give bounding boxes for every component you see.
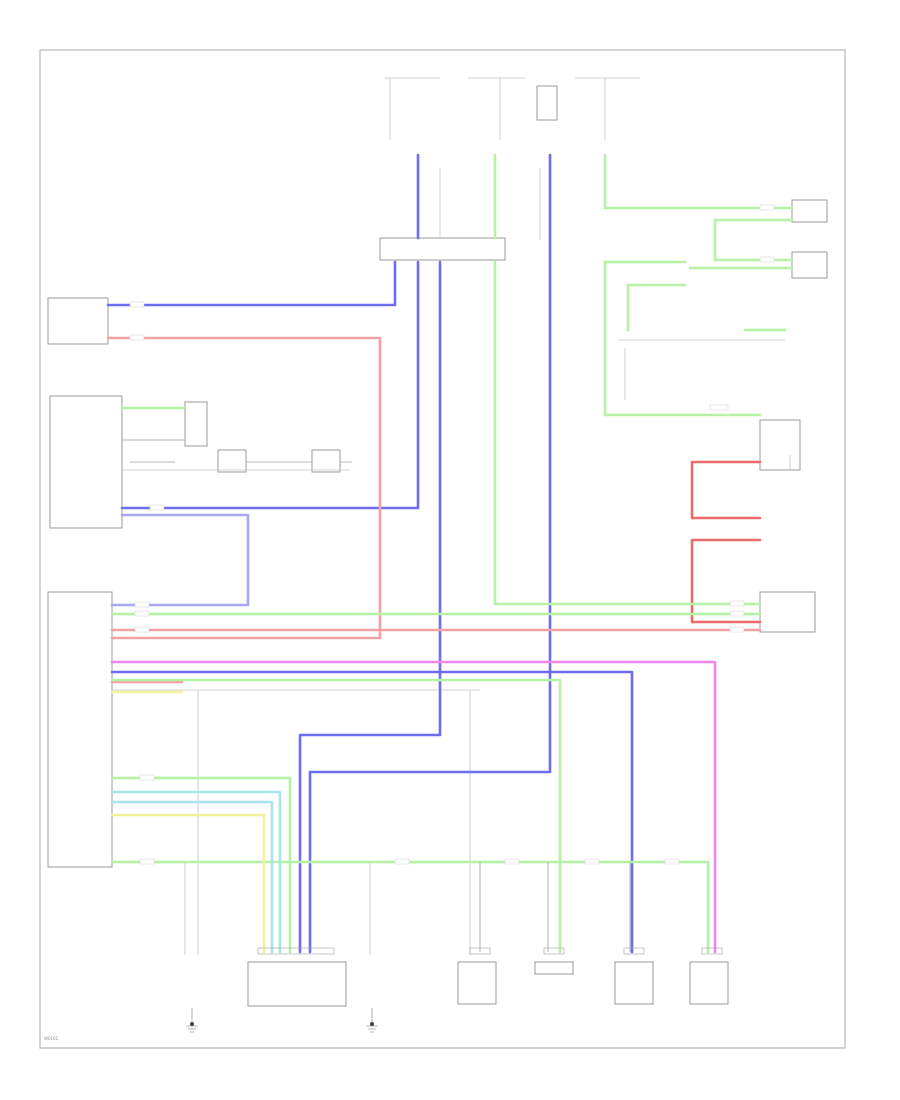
component-right-1 [791,199,828,223]
wire-blue-5 [308,153,552,954]
component-right-switch [759,419,801,471]
wire-blue-light [110,513,250,607]
component-left-ecu [47,591,113,868]
wire-blue-1 [106,260,397,307]
wire-cyan-1 [110,790,282,954]
component-right-ecu [759,591,816,633]
wire-black-2 [479,862,631,952]
wire-green-3 [603,153,794,210]
connector-pins [257,947,723,955]
component-bottom-3 [614,961,654,1005]
wire-cyan-2 [110,800,274,954]
wire-tags [129,204,775,865]
wire-magenta-1 [110,660,717,954]
wire-green-10 [110,776,292,954]
wire-blue-2 [120,260,420,510]
wire-black-1 [122,439,352,463]
page-reference: W0101 [44,1036,59,1041]
component-fuse-2 [311,449,341,473]
junction-connector [379,237,506,261]
wire-darkred-2 [690,538,762,624]
component-bottom-4 [689,961,729,1005]
component-left-top [47,297,109,345]
component-bottom-1 [457,961,497,1005]
component-left-middle [49,395,123,529]
wire-blue-4 [298,260,442,954]
components [47,199,828,1007]
wires [106,153,794,954]
component-right-2 [791,251,828,279]
diagram-frame [39,49,846,1049]
wire-blue-6 [110,670,634,954]
component-fuse-1 [217,449,247,473]
component-bottom-2 [534,961,574,975]
wire-yellow-2 [110,813,266,954]
wire-green-4 [713,218,794,262]
wire-green-11 [110,860,710,954]
ground-symbols [186,1008,378,1033]
wire-green-7 [626,283,687,332]
relay-box [536,85,558,121]
wire-darkred-1 [690,460,762,520]
thin-lines [112,339,791,955]
top-fuse-block [379,77,640,261]
component-small-switch [184,401,208,447]
wire-green-1 [493,153,762,606]
wire-red-1 [106,336,382,640]
wire-green-5 [603,260,794,270]
wire-green-6 [603,260,762,417]
component-bottom-main [247,961,347,1007]
